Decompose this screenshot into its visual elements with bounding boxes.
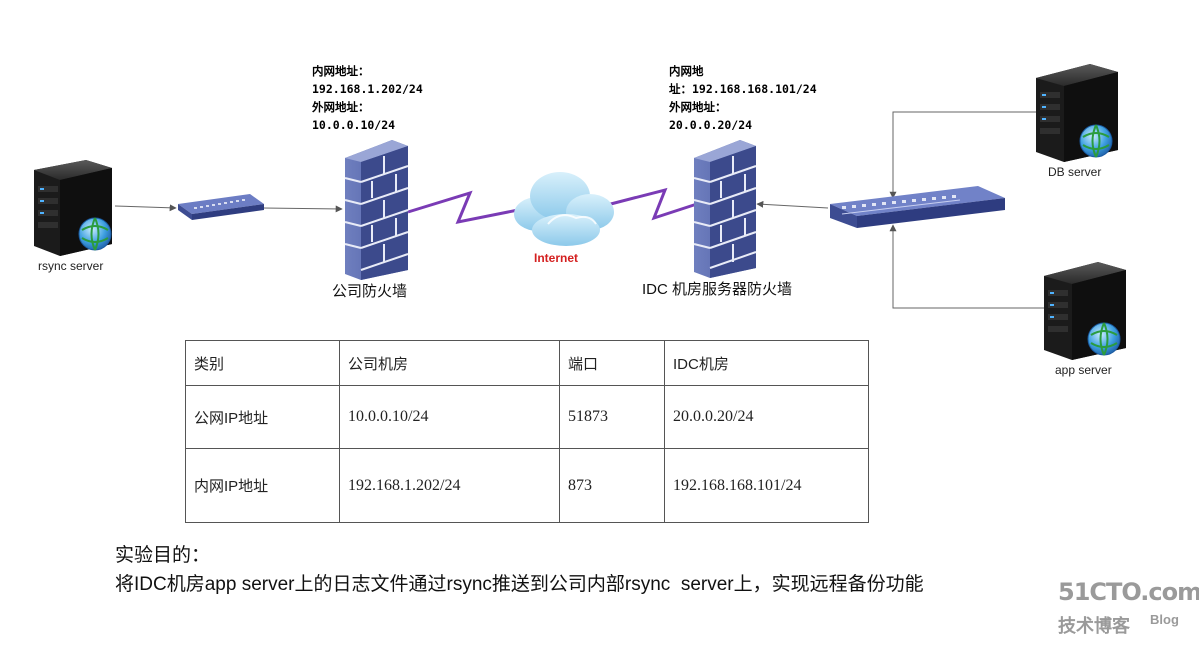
- internet-cloud-icon: [514, 172, 614, 246]
- company-firewall-label: 公司防火墙: [332, 283, 408, 300]
- table-cell: 内网IP地址: [185, 448, 340, 523]
- table-row: 内网IP地址 192.168.1.202/24 873 192.168.168.…: [185, 448, 869, 523]
- link-app-to-switch: [889, 224, 1044, 309]
- idc-firewall-label: IDC 机房服务器防火墙: [642, 281, 793, 298]
- internet-label: Internet: [534, 251, 579, 265]
- link-switch-to-idc-firewall: [756, 200, 829, 209]
- table-cell: 10.0.0.10/24: [339, 385, 560, 449]
- app-server-label: app server: [1055, 363, 1112, 377]
- company-firewall-address: 内网地址： 192.168.1.202/24 外网地址： 10.0.0.10/2…: [312, 62, 423, 134]
- table-cell: 20.0.0.20/24: [664, 385, 869, 449]
- address-line: 10.0.0.10/24: [312, 118, 396, 132]
- watermark-logo: 51CTO.com: [1058, 578, 1199, 606]
- watermark-blog: Blog: [1150, 612, 1179, 627]
- address-line: 外网地址：: [669, 100, 727, 114]
- idc-switch-icon: [830, 186, 1005, 228]
- idc-firewall-icon: [693, 140, 757, 278]
- watermark-sub: 技术博客: [1058, 616, 1130, 636]
- address-line: 内网地: [669, 64, 704, 78]
- db-server-icon: [1036, 64, 1118, 162]
- table-cell: 192.168.1.202/24: [339, 448, 560, 523]
- company-firewall-icon: [344, 140, 409, 280]
- db-server-label: DB server: [1048, 165, 1102, 179]
- address-line: 内网地址：: [312, 64, 370, 78]
- table-cell: 873: [559, 448, 665, 523]
- table-header-row: 类别 公司机房 端口 IDC机房: [185, 340, 869, 386]
- address-line: 192.168.1.202/24: [312, 82, 423, 96]
- lightning-link-left: [407, 190, 529, 225]
- ip-table: 类别 公司机房 端口 IDC机房 公网IP地址 10.0.0.10/24 518…: [185, 340, 869, 523]
- address-line: 外网地址：: [312, 100, 370, 114]
- address-line: 址：192.168.168.101/24: [669, 82, 817, 96]
- link-switch-to-company-firewall: [262, 205, 343, 213]
- table-cell: 192.168.168.101/24: [664, 448, 869, 523]
- table-header-cell: 类别: [185, 340, 340, 386]
- purpose-text: 将IDC机房app server上的日志文件通过rsync推送到公司内部rsyn…: [115, 574, 924, 595]
- link-rsync-to-switch: [114, 204, 177, 212]
- table-header-cell: 公司机房: [339, 340, 560, 386]
- table-header-cell: 端口: [559, 340, 665, 386]
- address-line: 20.0.0.20/24: [669, 118, 753, 132]
- app-server-icon: [1044, 262, 1126, 360]
- lightning-link-right: [602, 187, 701, 221]
- rsync-server-label: rsync server: [38, 259, 104, 273]
- company-switch-icon: [178, 194, 264, 220]
- experiment-purpose: 实验目的： 将IDC机房app server上的日志文件通过rsync推送到公司…: [115, 541, 924, 599]
- rsync-server-icon: [34, 160, 112, 256]
- table-cell: 51873: [559, 385, 665, 449]
- table-header-cell: IDC机房: [664, 340, 869, 386]
- table-row: 公网IP地址 10.0.0.10/24 51873 20.0.0.20/24: [185, 385, 869, 449]
- link-db-to-switch: [889, 111, 1036, 199]
- purpose-title: 实验目的：: [115, 545, 211, 566]
- table-cell: 公网IP地址: [185, 385, 340, 449]
- idc-firewall-address: 内网地 址：192.168.168.101/24 外网地址： 20.0.0.20…: [669, 62, 817, 134]
